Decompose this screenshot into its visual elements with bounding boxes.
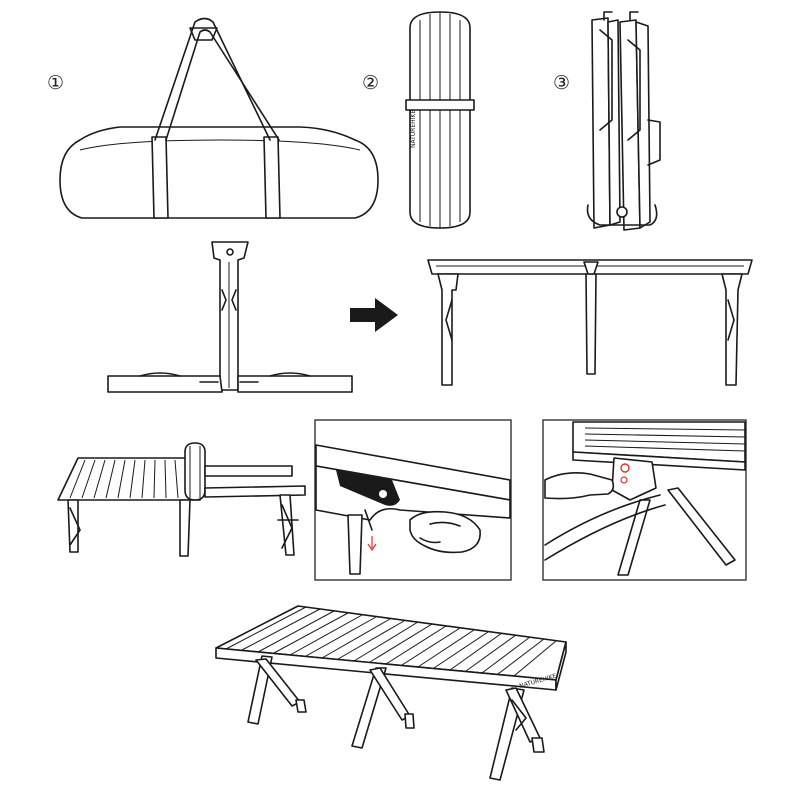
rolled-logo-text: NATUREHIKE (410, 110, 417, 148)
right-arrow-icon (350, 298, 398, 332)
assembled-table-icon: NATUREHIKE (215, 605, 567, 781)
lock-marker-icon (620, 463, 630, 473)
lock-detail-panel (542, 419, 747, 581)
folded-frame-icon (586, 11, 661, 231)
carry-bag-icon (59, 17, 379, 219)
tabletop-unrolling-icon (57, 442, 306, 557)
push-down-arrow-icon (367, 536, 377, 552)
frame-half-open-icon (107, 241, 353, 393)
step-3-number: ③ (553, 72, 571, 94)
rolled-tabletop-icon: NATUREHIKE (405, 11, 475, 229)
step-1-number: ① (47, 72, 65, 94)
frame-unfolded-icon (427, 259, 753, 386)
latch-detail-panel (314, 419, 512, 581)
step-2-number: ② (362, 72, 380, 94)
